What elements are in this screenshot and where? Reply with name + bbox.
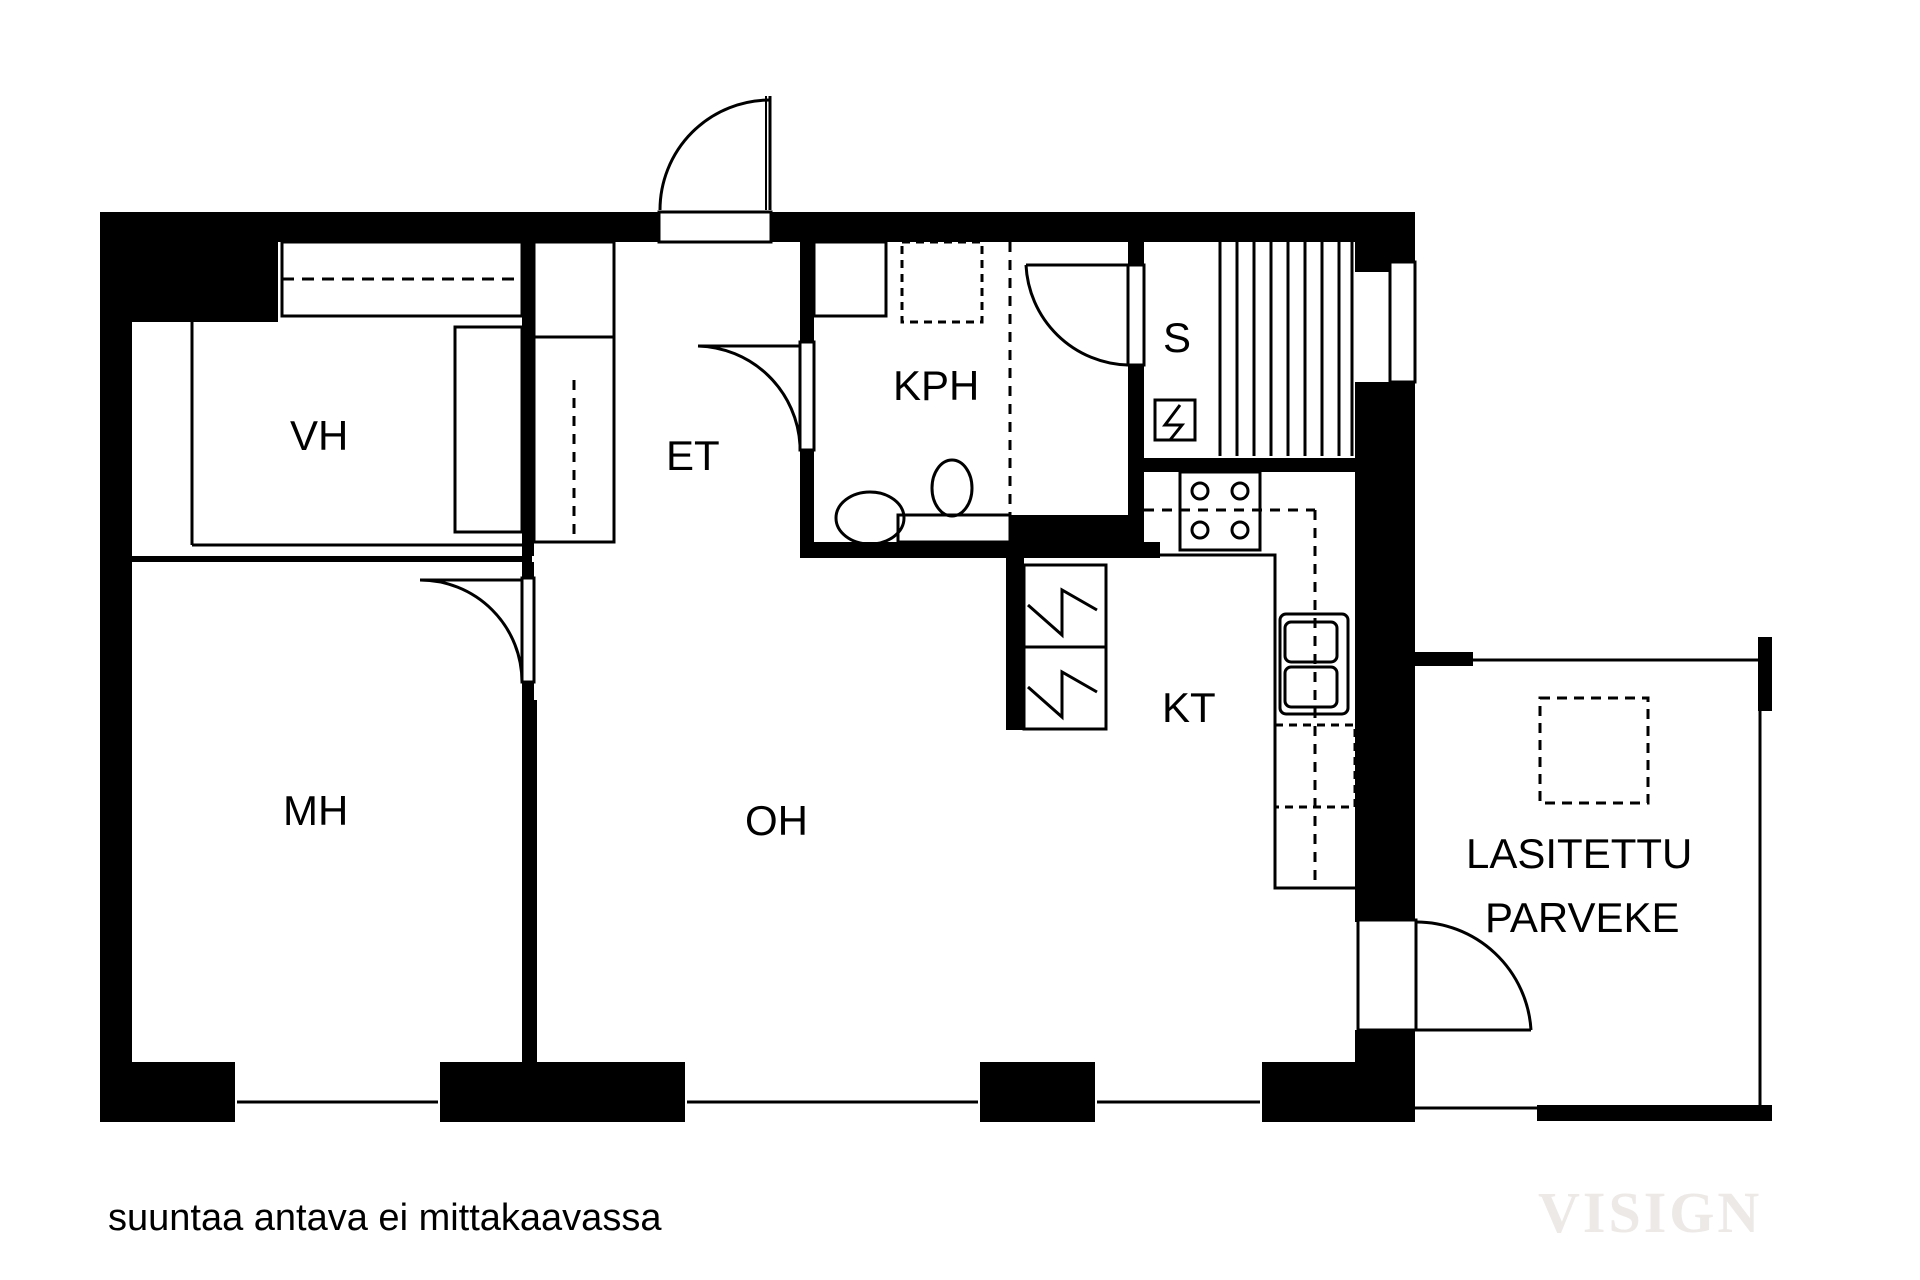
room-label-kph: KPH [893,362,979,409]
watermark-logo: VISIGN [1538,1180,1762,1245]
scale-note: suuntaa antava ei mittakaavassa [108,1197,662,1239]
room-label-et: ET [666,432,720,479]
walls [100,212,1772,1122]
room-label-s: S [1163,314,1191,361]
room-label-oh: OH [745,797,808,844]
room-label-parveke-line2: PARVEKE [1485,894,1680,941]
fixtures [190,96,1762,1118]
room-label-kt: KT [1162,684,1216,731]
room-label-vh: VH [290,412,348,459]
room-label-mh: MH [283,787,348,834]
room-label-parveke-line1: LASITETTU [1466,830,1692,877]
